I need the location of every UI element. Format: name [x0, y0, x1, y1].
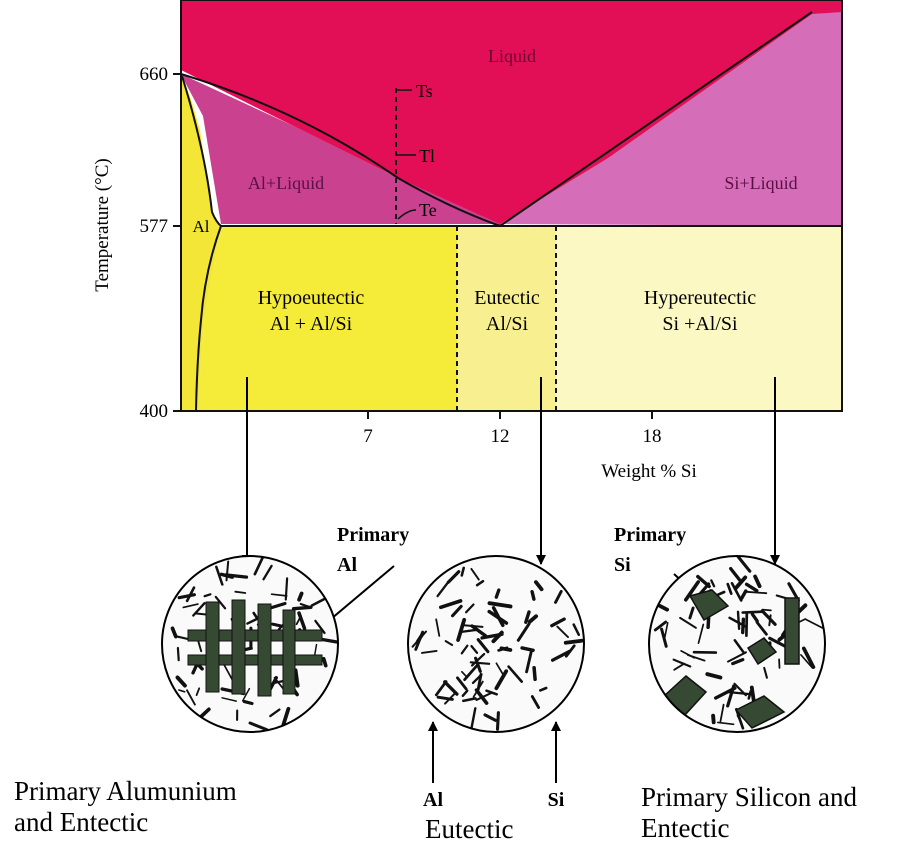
- label-primary-al-2: Al: [337, 554, 357, 576]
- eutectic-needle: [178, 648, 179, 660]
- y-tick-660: 660: [140, 64, 169, 85]
- x-tick-12: 12: [491, 426, 510, 447]
- x-axis-label: Weight % Si: [601, 461, 697, 482]
- eutectic-needle: [501, 648, 510, 650]
- microstructure-hypoeutectic: [162, 556, 344, 732]
- label-eutectic-comp: Al/Si: [486, 313, 529, 335]
- mark-tl: Tl: [419, 146, 435, 166]
- caption-middle-line-1: Eutectic: [425, 814, 513, 845]
- eutectic-needle: [532, 592, 534, 600]
- label-hypoeutectic: Hypoeutectic: [258, 287, 365, 309]
- caption-right-line-1: Primary Silicon and: [641, 782, 857, 813]
- eutectic-needle: [324, 659, 326, 666]
- eutectic-needle: [244, 702, 252, 704]
- caption-left-line-2: and Entectic: [14, 807, 237, 838]
- label-hypereutectic-comp: Si +Al/Si: [662, 313, 738, 335]
- eutectic-needle: [522, 648, 533, 650]
- mark-ts: Ts: [416, 81, 433, 101]
- y-tick-400: 400: [140, 401, 169, 422]
- eutectic-needle: [566, 641, 582, 643]
- label-si-liquid: Si+Liquid: [724, 173, 797, 193]
- microstructure-eutectic: [408, 556, 584, 732]
- caption-right-line-2: Entectic: [641, 813, 857, 844]
- eutectic-needle: [738, 612, 739, 629]
- eutectic-needle: [299, 594, 302, 600]
- mark-te: Te: [419, 200, 437, 220]
- label-al-liquid: Al+Liquid: [248, 173, 324, 193]
- eutectic-needle: [762, 610, 771, 611]
- eutectic-needle: [713, 716, 714, 723]
- x-tick-7: 7: [363, 426, 373, 447]
- label-micro-al: Al: [423, 789, 443, 811]
- label-al: Al: [193, 217, 210, 236]
- caption-primary-aluminium: Primary Alumunium and Entectic: [14, 776, 237, 838]
- caption-left-line-1: Primary Alumunium: [14, 776, 237, 807]
- label-primary-si-2: Si: [614, 554, 631, 576]
- eutectic-needle: [462, 568, 464, 576]
- eutectic-needle: [752, 688, 754, 703]
- eutectic-needle: [273, 624, 282, 626]
- eutectic-needle: [534, 668, 535, 680]
- y-axis-label: Temperature (°C): [92, 158, 113, 291]
- label-liquid: Liquid: [488, 46, 536, 66]
- microstructure-hypereutectic: [649, 556, 825, 732]
- y-tick-577: 577: [140, 216, 169, 237]
- y-axis-ticks: [173, 74, 181, 411]
- x-tick-18: 18: [643, 426, 662, 447]
- label-micro-si: Si: [548, 789, 565, 811]
- label-primary-si: Primary: [614, 524, 686, 546]
- label-hypoeutectic-comp: Al + Al/Si: [270, 313, 353, 335]
- eutectic-needle: [743, 612, 762, 613]
- caption-primary-silicon: Primary Silicon and Entectic: [641, 782, 857, 844]
- eutectic-needle: [296, 670, 298, 685]
- eutectic-needle: [294, 607, 311, 608]
- label-primary-al: Primary: [337, 524, 409, 546]
- label-hypereutectic: Hypereutectic: [644, 287, 756, 309]
- label-eutectic: Eutectic: [474, 287, 540, 309]
- caption-eutectic: Eutectic: [425, 814, 513, 845]
- eutectic-needle: [498, 713, 499, 730]
- x-axis-ticks: [368, 411, 652, 419]
- eutectic-needle: [749, 691, 751, 698]
